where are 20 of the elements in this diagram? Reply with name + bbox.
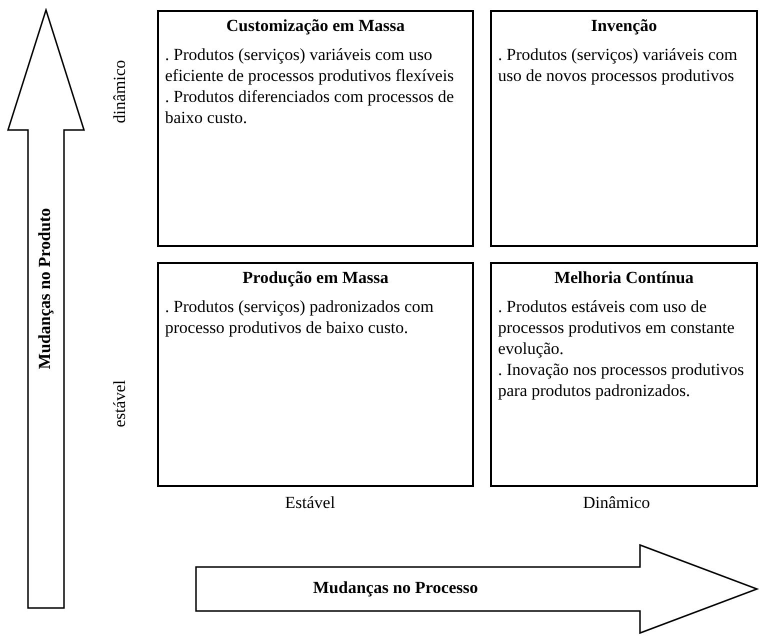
quadrant-text: . Produtos (serviços) variáveis com uso eficiente de processos produtivos flexíveis [165, 44, 455, 86]
quadrant-text: . Produtos (serviços) padronizados com processo produtivos de baixo custo. [165, 296, 435, 338]
axis-label: dinâmico [110, 60, 130, 124]
arrow-label: Mudanças no Processo [313, 578, 478, 598]
quadrant-text: . Inovação nos processos produtivos para produtos padronizados. [498, 359, 745, 401]
quadrant-text: . Produtos estáveis com uso de processos produtivos em constante evolução. [498, 296, 736, 359]
quadrant-title: Invenção [590, 16, 658, 36]
axis-label: Dinâmico [583, 493, 650, 513]
quadrant-title: Customização em Massa [225, 16, 406, 36]
axis-label: estável [110, 380, 130, 428]
quadrant-text: . Produtos (serviços) variáveis com uso de novos processos produtivos [498, 44, 738, 86]
axis-label: Estável [285, 493, 336, 513]
quadrant-box [490, 10, 758, 247]
quadrant-title: Melhoria Contínua [553, 268, 695, 288]
quadrant-title: Produção em Massa [241, 268, 390, 288]
quadrant-box [490, 262, 758, 487]
quadrant-box [157, 10, 474, 247]
quadrant-box [157, 262, 474, 487]
quadrant-text: . Produtos diferenciados com processos de baixo custo. [165, 86, 455, 128]
arrow-label: Mudanças no Produto [35, 208, 55, 370]
